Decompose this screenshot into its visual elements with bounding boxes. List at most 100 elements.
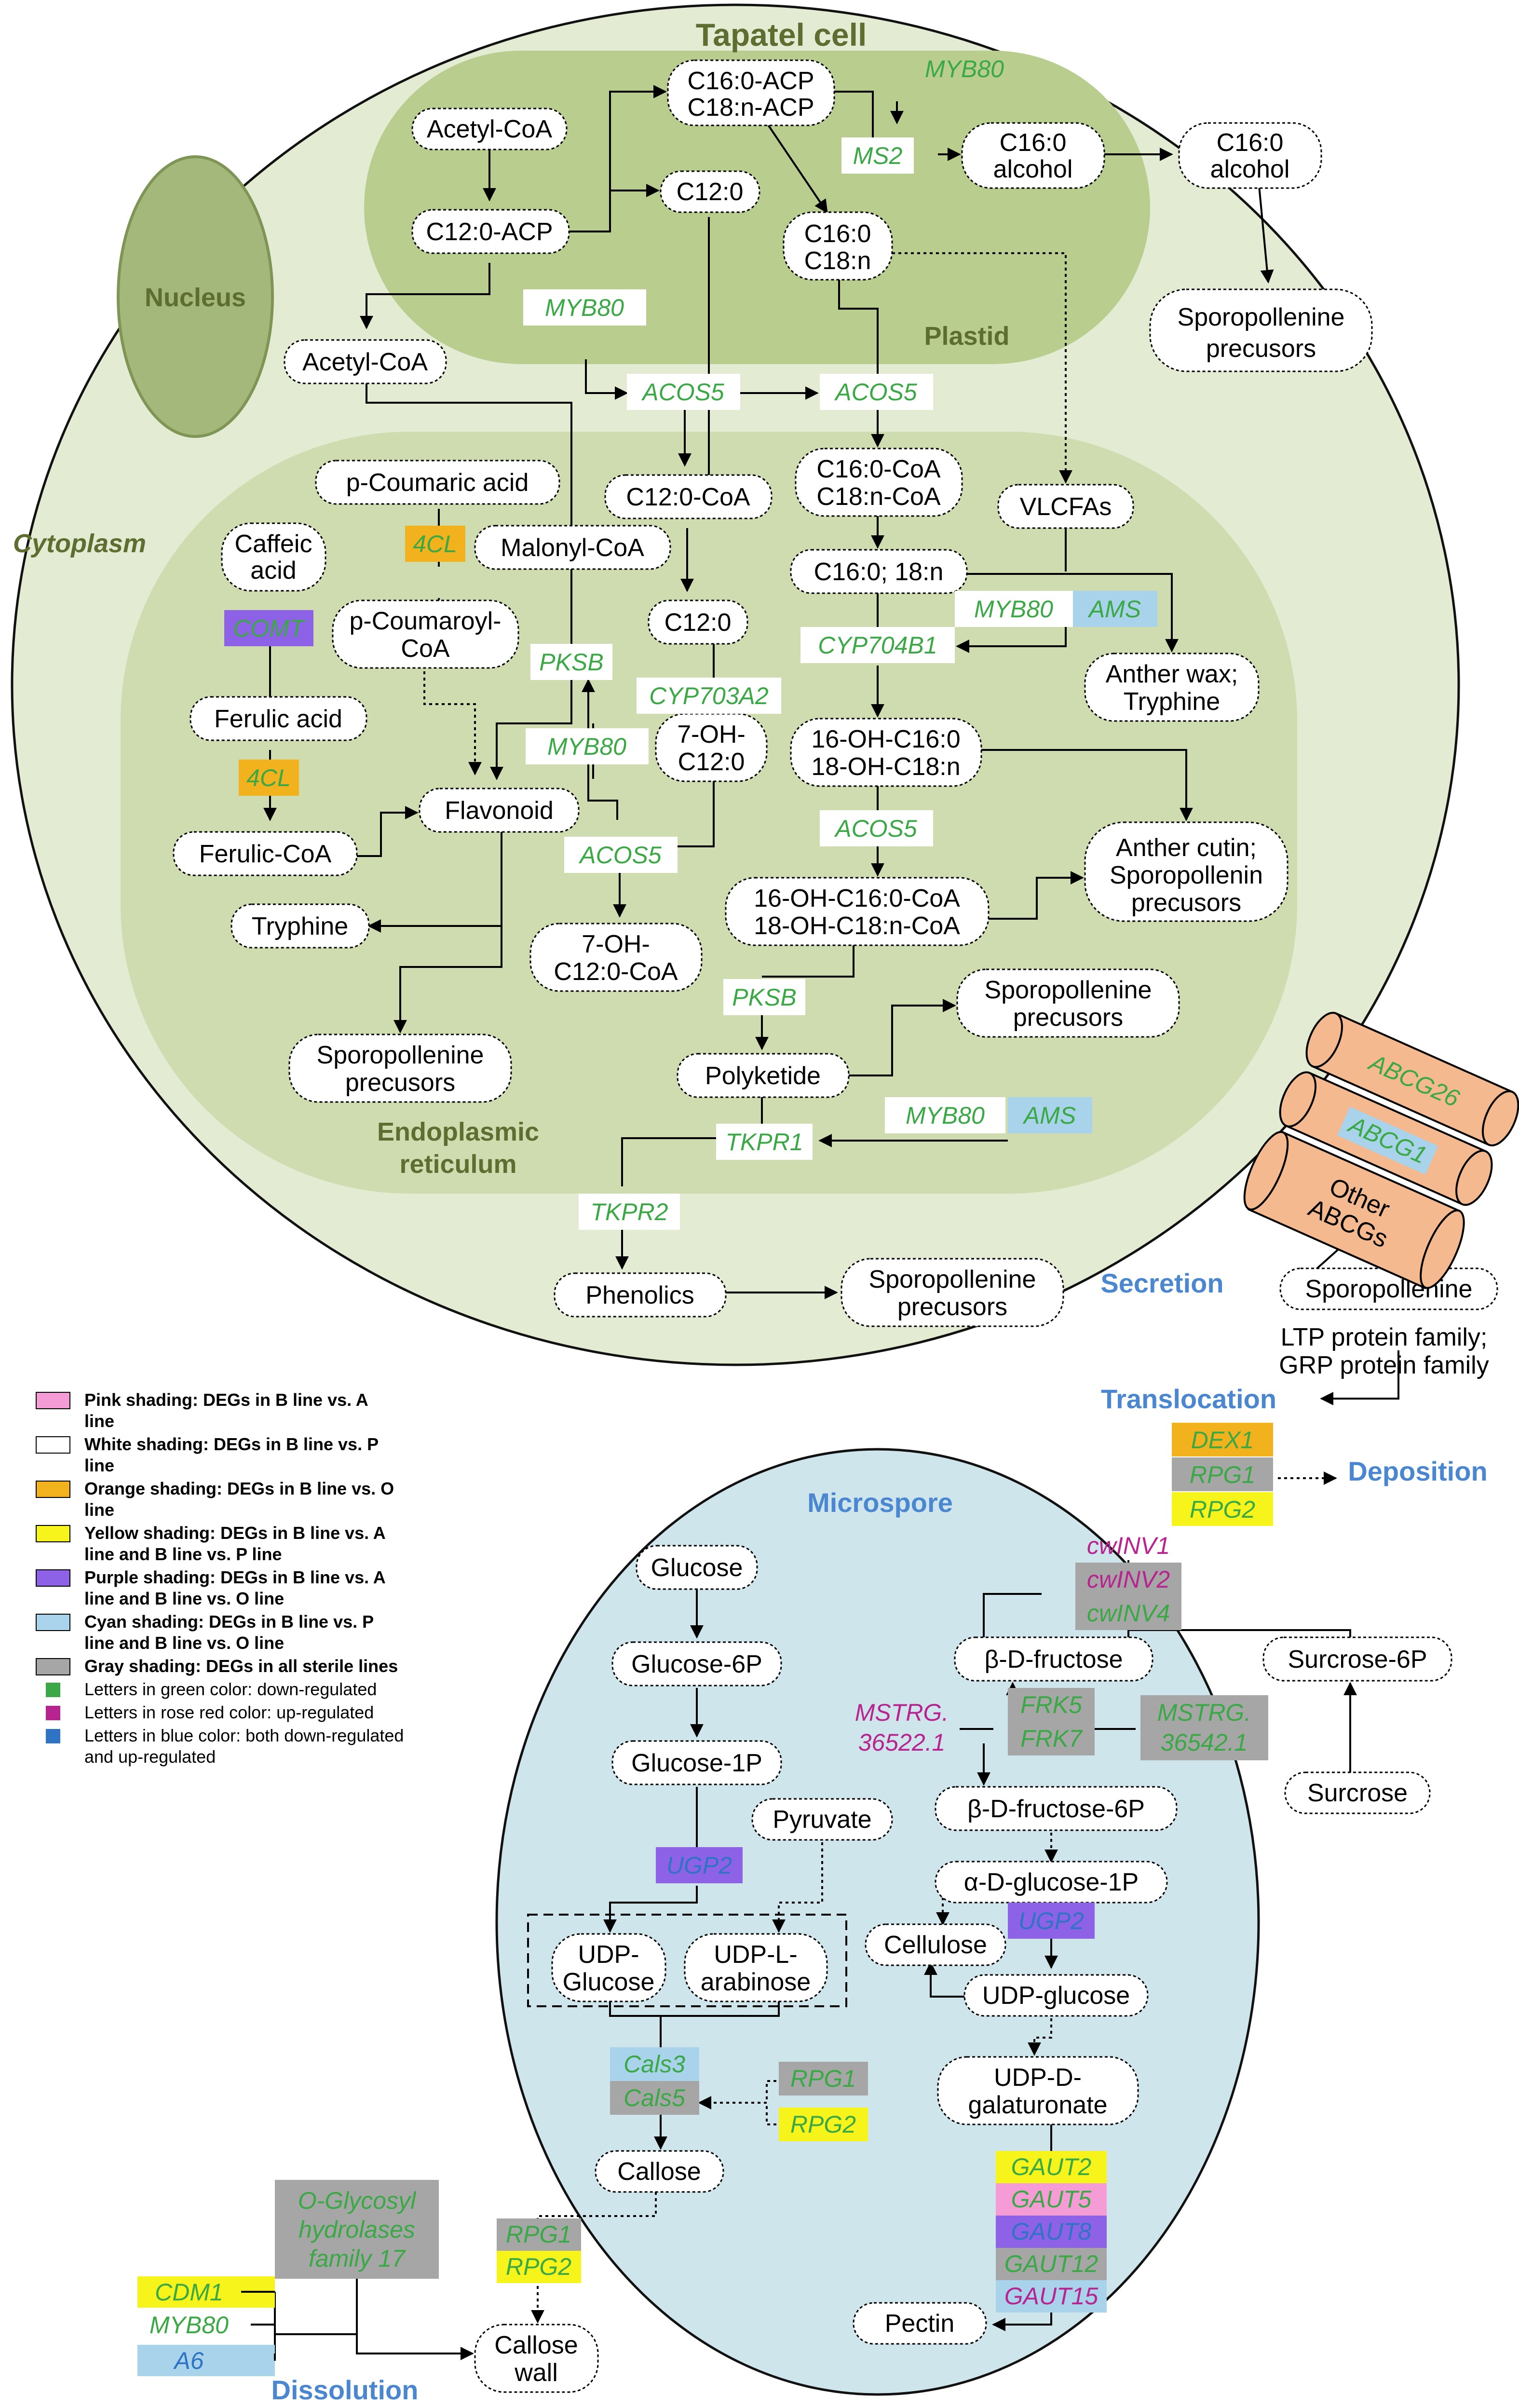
gene-cdm1: CDM1	[155, 2279, 223, 2306]
node-udp-arab-b: arabinose	[701, 1968, 811, 1996]
node-flavonoid: Flavonoid	[445, 797, 553, 825]
legend-text-9: Letters in blue color: both down-regulat…	[84, 1726, 404, 1745]
node-udp-glucose-a: UDP-	[578, 1941, 639, 1969]
legend-text-3: Yellow shading: DEGs in B line vs. A	[84, 1523, 386, 1543]
gene-pksb-1: PKSB	[539, 649, 603, 676]
node-oh-c12-a: 7-OH-	[677, 721, 746, 748]
node-c16-alcohol-2b: alcohol	[1210, 155, 1290, 183]
gene-rpg2-wall: RPG2	[506, 2253, 571, 2280]
node-udp-glucose-ms: UDP-glucose	[982, 1982, 1130, 2010]
gene-cwinv4: cwINV4	[1087, 1600, 1170, 1627]
gene-gaut15: GAUT15	[1004, 2283, 1099, 2310]
node-c16-coa-a: C16:0-CoA	[816, 455, 941, 483]
legend-text-5: Cyan shading: DEGs in B line vs. P	[84, 1612, 374, 1632]
gene-gaut5: GAUT5	[1011, 2186, 1092, 2213]
gene-rpg2-dep: RPG2	[1190, 1496, 1255, 1523]
legend-text-1: White shading: DEGs in B line vs. P	[84, 1434, 379, 1454]
node-c16-0: C16:0	[804, 220, 871, 248]
node-c16-alcohol-2a: C16:0	[1217, 129, 1284, 157]
node-udp-arab-a: UDP-L-	[714, 1941, 797, 1969]
gene-cals5: Cals5	[624, 2084, 685, 2111]
legend: Pink shading: DEGs in B line vs. AlineWh…	[36, 1390, 404, 1767]
legend-swatch-0	[36, 1392, 70, 1409]
legend-text-2-line2: line	[84, 1500, 114, 1520]
node-vlcfas: VLCFAs	[1020, 493, 1112, 521]
legend-swatch-3	[36, 1525, 70, 1542]
node-ferulic-coa: Ferulic-CoA	[199, 840, 332, 868]
microspore-genes: cwINV1 cwINV2 cwINV4 FRK5 FRK7 MSTRG. 36…	[610, 1532, 1268, 2313]
gene-cals3: Cals3	[624, 2051, 685, 2078]
legend-swatch-9	[46, 1729, 60, 1743]
gene-myb80-plastid: MYB80	[545, 294, 624, 321]
gene-rpg2-cals: RPG2	[790, 2111, 856, 2138]
microspore-nodes: Glucose Glucose-6P Glucose-1P Pyruvate U…	[474, 1545, 1452, 2393]
gene-ams-2: AMS	[1022, 1102, 1076, 1129]
gene-ms2: MS2	[853, 142, 903, 169]
tapetal-cell-title: Tapatel cell	[696, 17, 867, 53]
translocation-label: Translocation	[1101, 1384, 1276, 1414]
cytoplasm-label: Cytoplasm	[13, 529, 146, 558]
gene-rpg1-dep: RPG1	[1190, 1461, 1255, 1488]
node-callose: Callose	[617, 2158, 701, 2186]
gene-cwinv2: cwINV2	[1087, 1566, 1170, 1593]
node-ferulic-acid: Ferulic acid	[214, 705, 342, 733]
gene-a6: A6	[173, 2347, 203, 2374]
gene-ugp2-2: UGP2	[1018, 1907, 1084, 1934]
deposition-genes: DEX1 RPG1 RPG2	[1172, 1423, 1273, 1526]
er-label-line2: reticulum	[399, 1150, 516, 1179]
node-sporo-prec-top-b: precusors	[1206, 335, 1316, 363]
node-oh-c12-b: C12:0	[678, 748, 745, 776]
gene-4cl-2: 4CL	[246, 764, 291, 791]
gene-o-glycosyl-b: hydrolases	[298, 2216, 415, 2243]
node-udp-galat-b: galaturonate	[968, 2091, 1107, 2119]
gene-tkpr1: TKPR1	[725, 1129, 803, 1156]
gene-comt: COMT	[233, 615, 306, 642]
legend-text-2: Orange shading: DEGs in B line vs. O	[84, 1479, 394, 1498]
node-alpha-glucose-1p: α-D-glucose-1P	[964, 1868, 1139, 1896]
node-oh-c16-coa-a: 16-OH-C16:0-CoA	[754, 884, 960, 912]
gene-acos5-right: ACOS5	[834, 379, 917, 406]
node-caffeic-a: Caffeic	[235, 530, 312, 558]
node-caffeic-b: acid	[250, 557, 296, 585]
gene-myb80-ams: MYB80	[974, 596, 1053, 623]
microspore-label: Microspore	[807, 1487, 953, 1518]
gene-mstrg-36522-a: MSTRG.	[855, 1699, 949, 1726]
node-sporo-prec-top-a: Sporopollenine	[1178, 303, 1345, 331]
gene-ams-1: AMS	[1087, 596, 1141, 623]
gene-rpg1-wall: RPG1	[506, 2221, 571, 2248]
node-anther-cutin-a: Anther cutin;	[1116, 834, 1257, 862]
gene-4cl-1: 4CL	[413, 531, 457, 558]
gene-mstrg-36542-a: MSTRG.	[1157, 1699, 1251, 1726]
er-label-line1: Endoplasmic	[377, 1117, 539, 1146]
legend-text-3-line2: line and B line vs. P line	[84, 1544, 282, 1564]
node-p-coumaroyl-a: p-Coumaroyl-	[350, 607, 502, 635]
node-beta-fructose: β-D-fructose	[984, 1646, 1123, 1673]
node-glucose-1p: Glucose-1P	[631, 1749, 762, 1777]
udp-sugar-group	[527, 1914, 847, 2007]
gene-gaut12: GAUT12	[1004, 2250, 1099, 2277]
node-phenolics: Phenolics	[585, 1281, 694, 1309]
gene-dex1: DEX1	[1191, 1427, 1254, 1454]
node-p-coumaric-acid: p-Coumaric acid	[346, 469, 529, 497]
gene-ugp2-1: UGP2	[666, 1852, 732, 1879]
node-udp-glucose-b: Glucose	[563, 1968, 655, 1996]
node-malonyl-coa: Malonyl-CoA	[501, 534, 644, 562]
abcg-transporters: ABCG26 ABCG1 Other ABCGs	[1243, 1012, 1519, 1290]
legend-text-4: Purple shading: DEGs in B line vs. A	[84, 1567, 386, 1587]
node-callose-wall-a: Callose	[494, 2331, 578, 2359]
node-c16-coa-b: C18:n-CoA	[816, 483, 941, 511]
dissolution-label: Dissolution	[271, 2375, 419, 2405]
dissolution-genes: O-Glycosyl hydrolases family 17 RPG1 RPG…	[137, 2180, 581, 2376]
gene-acos5-oh: ACOS5	[834, 815, 917, 842]
node-tryphine: Tryphine	[252, 912, 348, 940]
node-sporopollenine: Sporopollenine	[1305, 1275, 1473, 1303]
nucleus	[117, 155, 274, 438]
node-oh-c16-b: 18-OH-C18:n	[811, 753, 960, 781]
grp-family-label: GRP protein family	[1279, 1351, 1489, 1379]
node-surcrose-6p: Surcrose-6P	[1288, 1646, 1427, 1673]
deposition-label: Deposition	[1348, 1456, 1487, 1486]
gene-o-glycosyl-a: O-Glycosyl	[298, 2187, 417, 2214]
legend-swatch-7	[46, 1683, 60, 1697]
tapetum-connectors	[263, 85, 1274, 1299]
